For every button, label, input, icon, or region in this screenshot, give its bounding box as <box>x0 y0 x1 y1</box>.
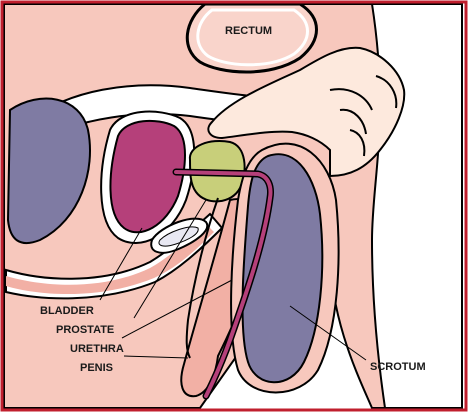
label-urethra: URETHRA <box>70 343 124 355</box>
label-penis: PENIS <box>80 362 113 374</box>
label-prostate: PROSTATE <box>56 324 114 336</box>
label-bladder: BLADDER <box>40 305 94 317</box>
label-rectum: RECTUM <box>225 25 272 37</box>
label-scrotum: SCROTUM <box>370 361 426 373</box>
